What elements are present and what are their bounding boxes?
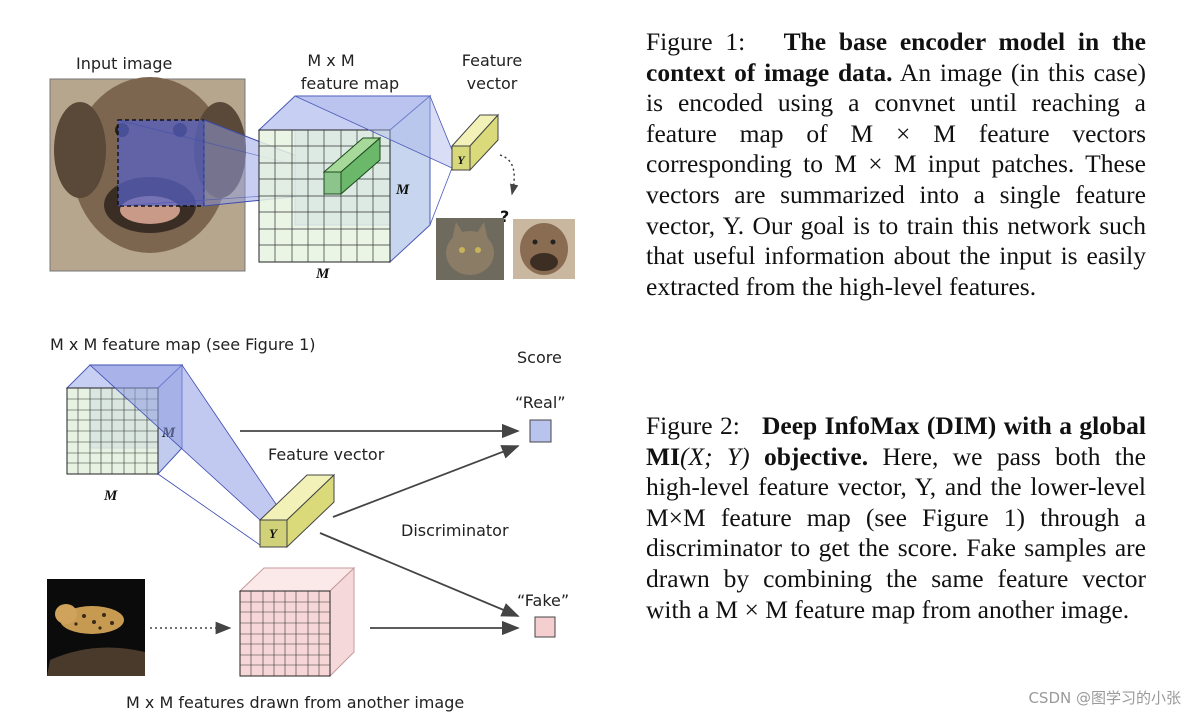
figure-1: Input image M x M feature map [49, 51, 575, 282]
figure-2-caption-title-part1: Deep InfoMax (DIM) with a global MI [646, 411, 1146, 471]
fig1-feature-map-label-line1: M x M [307, 51, 354, 70]
figure-2-caption-title-math: (X; Y) [680, 441, 750, 471]
figure-2-caption-prefix: Figure 2: [646, 411, 740, 440]
fig1-m-side-label: M [395, 182, 410, 198]
fake-label: “Fake” [517, 591, 569, 610]
input-dog-image [49, 77, 246, 272]
fig1-feature-map-cube [257, 94, 432, 264]
fig1-dotted-arrow [499, 154, 519, 196]
fig1-m-bottom-label: M [315, 266, 330, 282]
figure-2-caption-title-part2: objective. [763, 441, 869, 471]
fig1-feature-map-label-line2: feature map [301, 74, 399, 93]
arrow-vector-to-real [332, 445, 520, 518]
input-image-label: Input image [76, 54, 172, 73]
fig2-y-label: Y [269, 526, 278, 541]
figure-2: M x M feature map (see Figure 1) Score M… [47, 335, 569, 712]
figure-1-caption-prefix: Figure 1: [646, 27, 746, 56]
fig1-feature-vector-label-line1: Feature [462, 51, 522, 70]
cat-image [436, 218, 504, 280]
fig2-feature-vector-label: Feature vector [268, 445, 385, 464]
discriminator-label: Discriminator [401, 521, 509, 540]
fake-feature-map-cube [238, 566, 356, 678]
score-label: Score [517, 348, 562, 367]
real-label: “Real” [515, 393, 566, 412]
arrow-vector-to-fake [319, 532, 520, 617]
figure-2-caption-body: Here, we pass both the high-level featur… [646, 441, 1146, 624]
fig1-question-mark: ? [500, 207, 509, 226]
fig1-feature-vector-y [450, 113, 500, 172]
fake-features-caption: M x M features drawn from another image [126, 693, 464, 712]
fig2-m-bottom-label: M [103, 488, 118, 504]
csdn-watermark: CSDN @图学习的小张 [1028, 689, 1181, 707]
leopard-image [47, 579, 145, 676]
fake-score-box [534, 616, 556, 638]
figure-1-caption: Figure 1: The base encoder model in the … [646, 27, 1146, 302]
fig2-feature-vector-y [258, 473, 336, 549]
fig1-feature-vector-label-line2: vector [467, 74, 518, 93]
small-dog-image [513, 219, 575, 279]
real-score-box [529, 419, 552, 443]
figure-1-caption-body: An image (in this case) is encoded using… [646, 57, 1147, 301]
fig2-feature-map-title: M x M feature map (see Figure 1) [50, 335, 316, 354]
fig1-y-label: Y [457, 153, 466, 167]
figure-1-caption-title: The base encoder model in the context of… [646, 27, 1146, 87]
figure-2-caption: Figure 2: Deep InfoMax (DIM) with a glob… [646, 411, 1146, 625]
